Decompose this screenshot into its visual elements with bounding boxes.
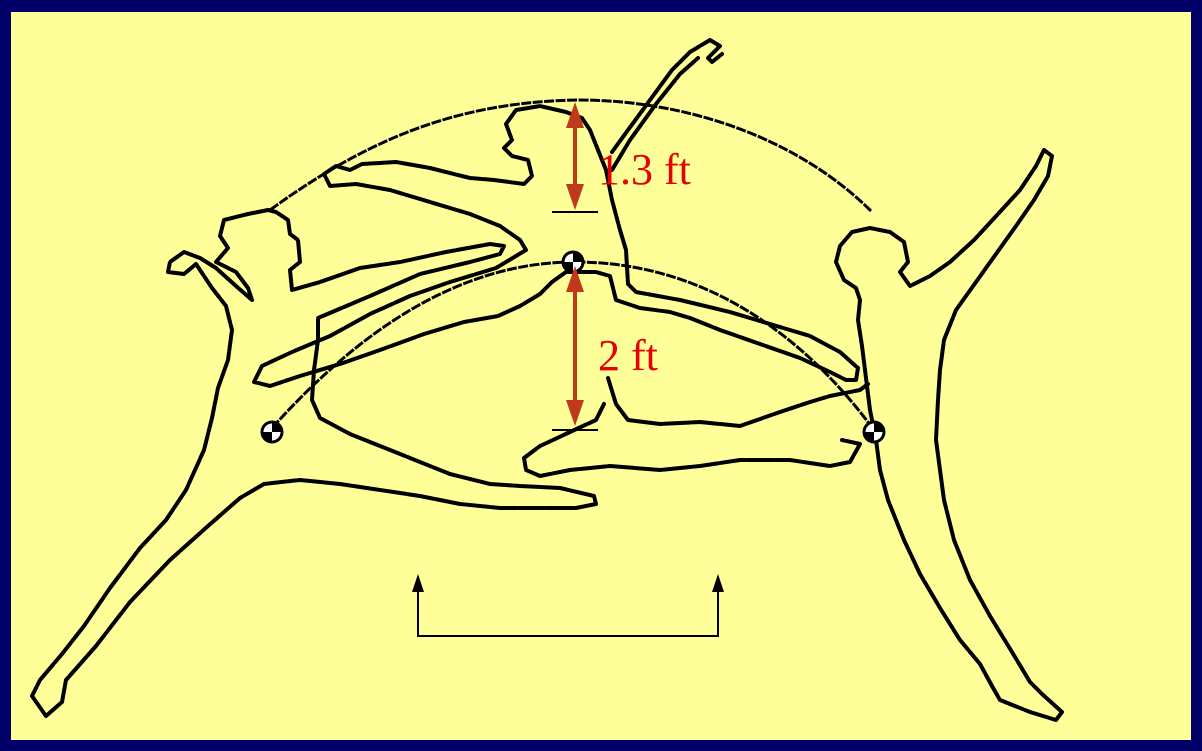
dancer-middle-peak — [252, 38, 870, 478]
lower-height-label: 2 ft — [598, 331, 658, 380]
center-of-mass-icon-fill — [563, 252, 583, 272]
center-of-mass-icon-fill — [262, 422, 282, 442]
upper-height-arrow — [566, 102, 584, 210]
dancer-left-outline — [30, 208, 598, 718]
dancer-right-landing — [834, 148, 1064, 722]
center-of-mass-icon-fill — [864, 422, 884, 442]
dancer-left-takeoff — [30, 208, 598, 718]
dancer-middle-lower-leg — [522, 376, 870, 478]
lower-height-arrow — [566, 266, 584, 426]
dancer-middle-outline — [252, 104, 860, 388]
head-trajectory-arc — [269, 98, 874, 214]
horizontal-span-bracket — [412, 574, 724, 637]
diagram-slide: 1.3 ft 2 ft — [11, 12, 1191, 740]
dancer-jump-diagram — [30, 38, 1064, 722]
upper-height-label: 1.3 ft — [598, 145, 691, 194]
dancer-right-outline — [834, 148, 1064, 722]
center-of-mass-trajectory-arc — [270, 260, 876, 431]
dancer-middle-raised-arm — [610, 38, 724, 172]
